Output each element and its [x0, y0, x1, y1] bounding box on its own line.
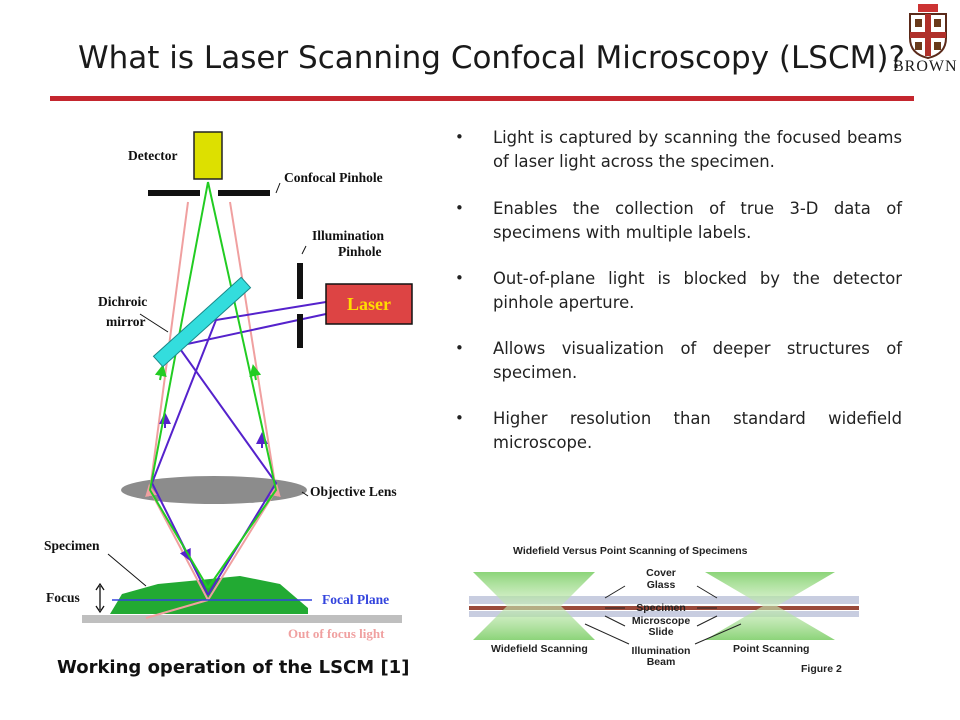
cover-glass-label-2: Glass — [647, 579, 676, 591]
widefield-beam — [473, 572, 595, 640]
specimen-band — [469, 606, 859, 610]
widefield-figure-title: Widefield Versus Point Scanning of Speci… — [513, 545, 748, 557]
slide-band — [469, 611, 859, 617]
bullet-item: • Out-of-plane light is blocked by the d… — [455, 267, 902, 314]
bullet-text: Light is captured by scanning the focuse… — [493, 128, 902, 171]
confocal-pinhole-right — [218, 190, 270, 196]
bullet-dot: • — [455, 409, 464, 427]
logo-crest — [918, 4, 938, 12]
cover-glass-label: Cover — [646, 567, 676, 579]
bullet-dot: • — [455, 339, 464, 357]
bullet-item: • Allows visualization of deeper structu… — [455, 337, 902, 384]
objective-lens — [121, 476, 307, 504]
laser-box — [325, 283, 413, 325]
microscope-slide — [82, 615, 402, 623]
out-of-focus-label: Out of focus light — [288, 626, 385, 641]
illumination-pinhole-label-2: Pinhole — [338, 244, 382, 259]
widefield-vs-point-figure: Widefield Versus Point Scanning of Speci… — [469, 545, 859, 675]
illumination-pinhole-bottom — [297, 314, 303, 348]
confocal-pinhole-label: Confocal Pinhole — [284, 170, 383, 185]
point-scanning-label: Point Scanning — [733, 643, 809, 655]
microscope-slide-label-2: Slide — [648, 626, 673, 638]
widefield-scanning-label: Widefield Scanning — [491, 643, 588, 655]
bullet-dot: • — [455, 269, 464, 287]
bullet-dot: • — [455, 128, 464, 146]
brown-shield-logo — [909, 4, 947, 60]
bullet-list: • Light is captured by scanning the focu… — [455, 126, 902, 454]
specimen-label-fig: Specimen — [636, 602, 686, 614]
logo-wordmark: BROWN — [893, 58, 958, 75]
bullet-item: • Higher resolution than standard widefi… — [455, 407, 902, 454]
dichroic-mirror — [152, 276, 252, 368]
illumination-beam-label-2: Beam — [647, 656, 676, 668]
focus-label: Focus — [46, 590, 80, 605]
bullet-text: Out-of-plane light is blocked by the det… — [493, 269, 902, 312]
focal-plane-label: Focal Plane — [322, 592, 389, 607]
cover-glass-band — [469, 596, 859, 604]
microscope-slide-label: Microscope — [632, 615, 691, 627]
figure-leaders — [584, 585, 742, 645]
laser-label: Laser — [347, 294, 391, 314]
specimen-label: Specimen — [44, 538, 100, 553]
bullet-item: • Light is captured by scanning the focu… — [455, 126, 902, 173]
dichroic-label-2: mirror — [106, 314, 145, 329]
detector-label: Detector — [128, 148, 177, 163]
objective-lens-label: Objective Lens — [310, 484, 397, 499]
bullet-text: Allows visualization of deeper structure… — [493, 339, 902, 382]
title-divider — [50, 96, 914, 101]
bullet-item: • Enables the collection of true 3-D dat… — [455, 197, 902, 244]
bullet-dot: • — [455, 199, 464, 217]
detector-box — [193, 131, 223, 180]
illumination-pinhole-label: Illumination — [312, 228, 385, 243]
figure-caption: Working operation of the LSCM [1] — [57, 657, 410, 678]
emission-rays — [148, 181, 278, 589]
lscm-diagram: Laser Detector Confocal Pinhole Illumina… — [44, 131, 413, 641]
bullet-text: Higher resolution than standard widefiel… — [493, 409, 902, 452]
figure-2-label: Figure 2 — [801, 663, 842, 675]
confocal-pinhole-left — [148, 190, 200, 196]
dichroic-label: Dichroic — [98, 294, 147, 309]
illumination-pinhole-top — [297, 263, 303, 299]
illumination-beam-label: Illumination — [632, 645, 691, 657]
bullet-text: Enables the collection of true 3-D data … — [493, 199, 902, 242]
point-scanning-beam — [705, 572, 835, 640]
leader-lines — [107, 182, 309, 587]
page-title: What is Laser Scanning Confocal Microsco… — [78, 40, 905, 76]
